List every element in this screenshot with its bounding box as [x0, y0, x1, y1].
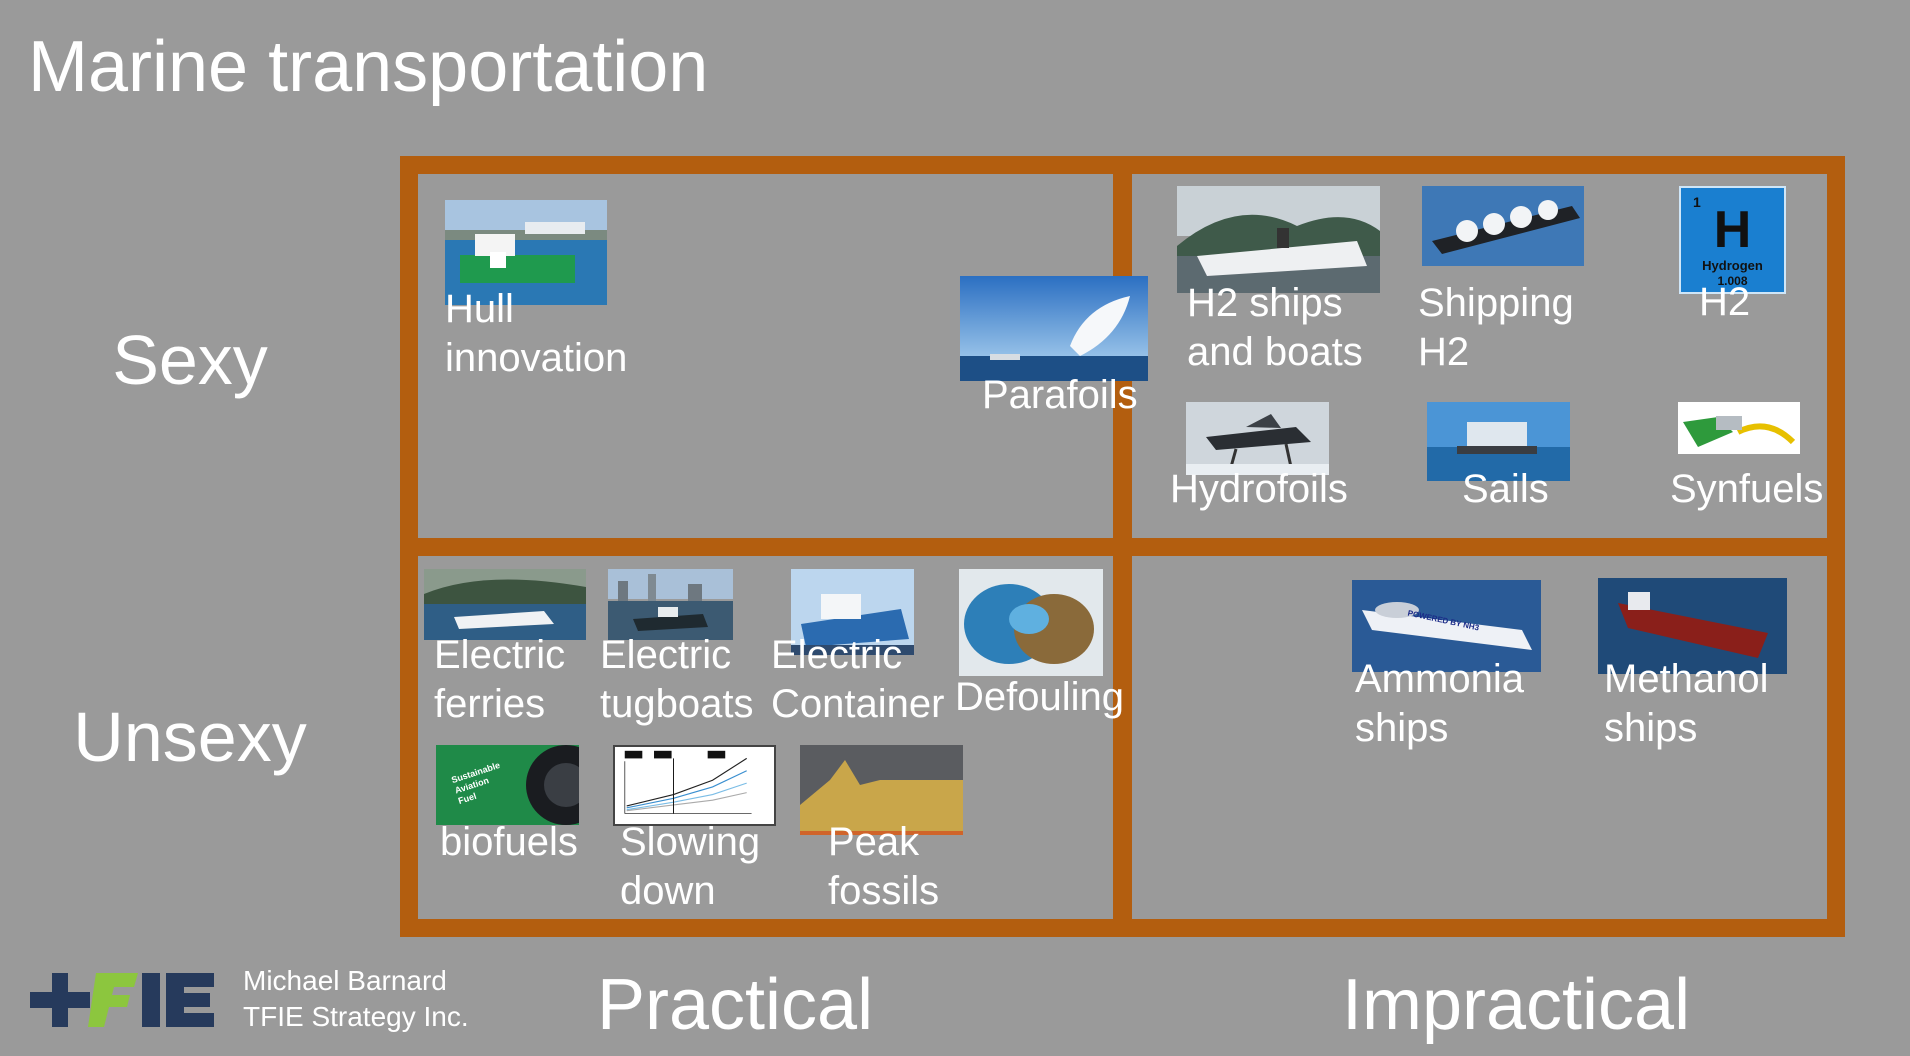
hydrogen-element-tile: 1 H Hydrogen 1.008: [1679, 186, 1786, 294]
lh2-carrier-photo: [1422, 186, 1584, 266]
author-name: Michael Barnard: [243, 965, 447, 996]
label-hydrofoils: Hydrofoils: [1170, 467, 1348, 511]
author-company: TFIE Strategy Inc.: [243, 1001, 469, 1032]
tugboat-photo: [608, 569, 733, 640]
h2-ship-photo: [1177, 186, 1380, 293]
speed-chart-thumbnail: [613, 745, 776, 826]
column-label-practical: Practical: [597, 965, 874, 1045]
tanker-photo: [1598, 578, 1787, 674]
ferry-photo: [424, 569, 586, 640]
ammonia-ship-photo: POWERED BY NH3: [1352, 580, 1541, 672]
tfie-logo: [30, 965, 215, 1035]
fouled-hull-photo: [959, 569, 1103, 676]
kite-ship-photo: [960, 276, 1148, 381]
container-ship-photo: [791, 569, 914, 655]
column-label-impractical: Impractical: [1342, 965, 1691, 1045]
label-synfuels: Synfuels: [1670, 467, 1824, 511]
offshore-vessel-photo: [445, 200, 607, 305]
page-title: Marine transportation: [28, 27, 709, 107]
row-label-sexy: Sexy: [112, 321, 268, 399]
label-parafoils: Parafoils: [982, 373, 1138, 417]
sail-ship-photo: [1427, 402, 1570, 481]
fuel-nozzle-photo: [1678, 402, 1800, 454]
author-block: Michael Barnard TFIE Strategy Inc.: [243, 963, 469, 1035]
quadrant-horizontal-divider: [400, 538, 1845, 556]
label-defouling: Defouling: [955, 675, 1125, 719]
aviation-fuel-engine-photo: Sustainable Aviation Fuel: [436, 745, 579, 825]
label-h2: H2: [1699, 280, 1751, 324]
hydrofoil-photo: [1186, 402, 1329, 475]
label-biofuels: biofuels: [440, 820, 578, 864]
fossil-chart-thumbnail: [800, 745, 963, 835]
label-sails: Sails: [1462, 467, 1549, 511]
row-label-unsexy: Unsexy: [73, 698, 307, 776]
